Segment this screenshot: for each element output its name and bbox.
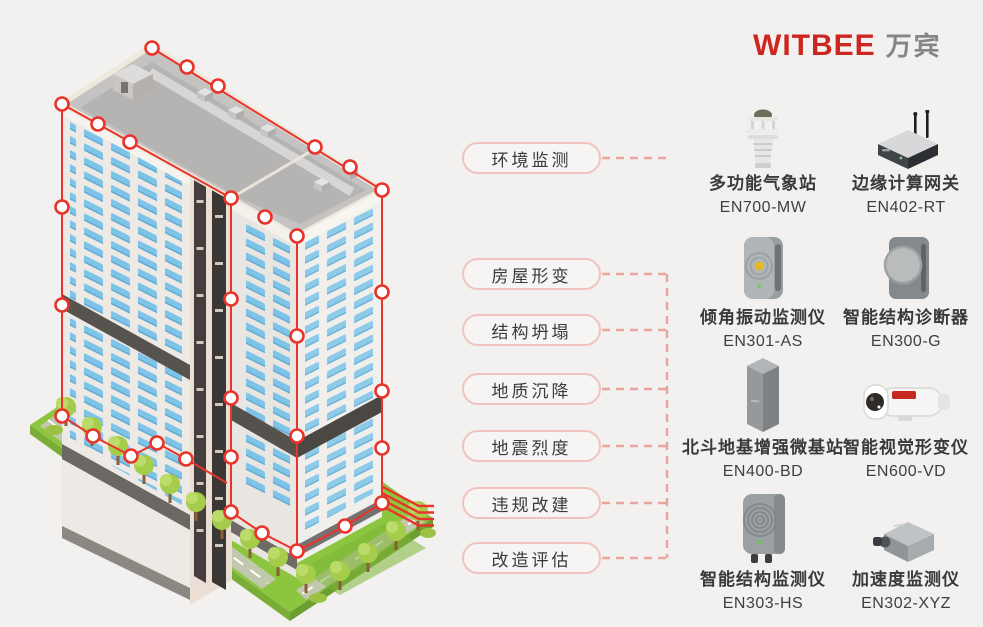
elevator-core xyxy=(190,175,232,605)
category-pill-renovation-assessment: 改造评估 xyxy=(462,542,601,574)
edge-gateway-icon xyxy=(820,104,983,170)
pill-label: 地震烈度 xyxy=(491,438,572,458)
product-card: 倾角振动监测仪 EN301-AS xyxy=(677,230,849,354)
product-model: EN302-XYZ xyxy=(861,595,951,612)
pill-label: 改造评估 xyxy=(491,550,572,570)
product-name: 智能结构监测仪 xyxy=(700,570,826,589)
brand-name: WITBEE xyxy=(753,29,876,62)
beidou-base-station-icon xyxy=(677,356,849,434)
structure-diagnoser-icon xyxy=(820,230,983,304)
product-name: 多功能气象站 xyxy=(709,174,817,193)
product-model: EN402-RT xyxy=(866,199,946,216)
monitoring-points xyxy=(54,40,390,559)
product-name: 边缘计算网关 xyxy=(852,174,960,193)
product-model: EN300-G xyxy=(870,333,942,350)
brand-logo: WITBEE 万宾 xyxy=(753,26,942,63)
product-name: 北斗地基增强微基站 xyxy=(682,438,844,457)
trees xyxy=(45,397,436,603)
product-name: 加速度监测仪 xyxy=(852,570,960,589)
category-pill-geological-settlement: 地质沉降 xyxy=(462,373,601,405)
pill-label: 结构坍塌 xyxy=(491,322,572,342)
product-name: 智能视觉形变仪 xyxy=(843,438,969,457)
product-name: 智能结构诊断器 xyxy=(843,308,969,327)
category-pill-illegal-construction: 违规改建 xyxy=(462,487,601,519)
tower-right xyxy=(231,190,382,578)
product-model: EN600-VD xyxy=(865,463,947,480)
product-card: 边缘计算网关 EN402-RT xyxy=(820,104,983,220)
category-pill-earthquake-intensity: 地震烈度 xyxy=(462,430,601,462)
category-pill-structural-collapse: 结构坍塌 xyxy=(462,314,601,346)
product-card: 多功能气象站 EN700-MW xyxy=(677,104,849,220)
product-card: 智能结构诊断器 EN300-G xyxy=(820,230,983,354)
product-model: EN400-BD xyxy=(722,463,804,480)
structure-monitor-icon xyxy=(677,490,849,566)
product-model: EN303-HS xyxy=(722,595,804,612)
pill-label: 房屋形变 xyxy=(491,266,572,286)
dark-band xyxy=(62,294,190,380)
product-model: EN301-AS xyxy=(723,333,803,350)
weather-station-icon xyxy=(677,104,849,170)
product-card: 北斗地基增强微基站 EN400-BD xyxy=(677,356,849,484)
pill-label: 环境监测 xyxy=(491,150,572,170)
dark-band xyxy=(297,395,382,458)
product-card: 加速度监测仪 EN302-XYZ xyxy=(820,490,983,616)
accelerometer-icon xyxy=(820,490,983,566)
category-pill-environment-monitoring: 环境监测 xyxy=(462,142,601,174)
product-name: 倾角振动监测仪 xyxy=(700,308,826,327)
pill-label: 地质沉降 xyxy=(491,381,572,401)
dark-band xyxy=(231,403,297,458)
tilt-vibration-sensor-icon xyxy=(677,230,849,304)
brand-name-cn: 万宾 xyxy=(885,31,942,61)
vision-deformation-camera-icon xyxy=(820,356,983,434)
product-card: 智能结构监测仪 EN303-HS xyxy=(677,490,849,616)
balcony-band xyxy=(62,444,190,530)
product-model: EN700-MW xyxy=(719,199,807,216)
building-illustration xyxy=(30,40,436,621)
category-pill-housing-deformation: 房屋形变 xyxy=(462,258,601,290)
penthouse xyxy=(113,64,153,100)
connector-lines xyxy=(602,156,672,560)
cable-lines xyxy=(382,485,434,527)
pill-label: 违规改建 xyxy=(491,495,572,515)
product-card: 智能视觉形变仪 EN600-VD xyxy=(820,356,983,484)
